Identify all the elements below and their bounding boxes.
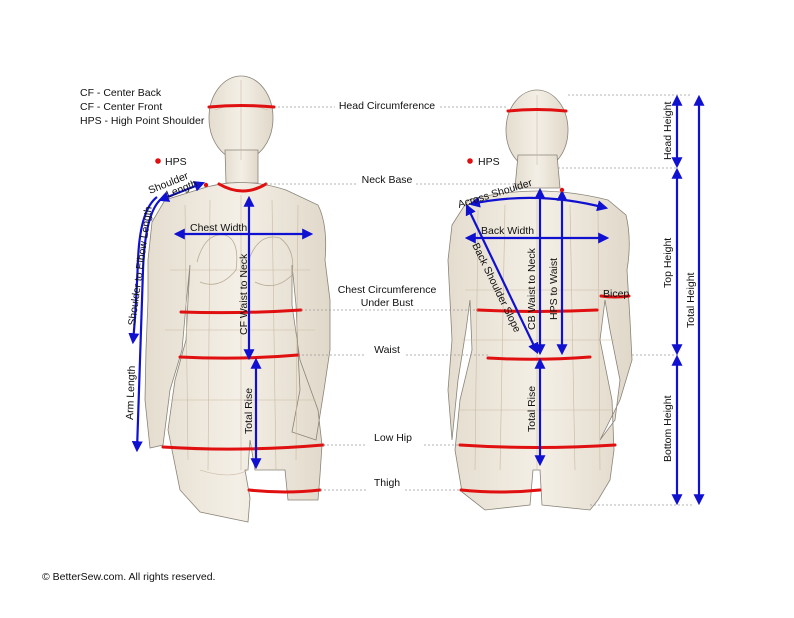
front-dress-form <box>144 75 331 523</box>
height-arrows <box>671 94 705 506</box>
front-bust <box>196 234 294 287</box>
front-total-rise-label: Total Rise <box>243 388 255 434</box>
total-height-label: Total Height <box>685 272 697 328</box>
front-head-circumference-line <box>207 104 276 109</box>
arm-length-arrow <box>131 199 161 453</box>
copyright-notice: © BetterSew.com. All rights reserved. <box>42 571 216 583</box>
arm-length-label: Arm Length <box>124 365 138 420</box>
back-total-rise-label: Total Rise <box>526 386 538 432</box>
abbreviation-legend: CF - Center Back CF - Center Front HPS -… <box>80 86 204 128</box>
hps-point-front <box>203 182 209 188</box>
back-blue-measures <box>464 187 610 467</box>
chest-circumference-label: Chest Circumference <box>338 284 437 296</box>
hps-point-back <box>559 187 565 193</box>
bicep-label: Bicep <box>603 288 629 300</box>
shoulder-length-arrow <box>157 181 206 202</box>
under-bust-label: Under Bust <box>361 297 414 309</box>
front-low-hip-line <box>161 443 325 451</box>
hps-to-waist-label: HPS to Waist <box>548 258 560 320</box>
back-head-circumference-line <box>506 108 568 113</box>
front-under-bust-line <box>179 308 303 315</box>
front-seam-lines <box>165 80 316 476</box>
legend-item: CF - Center Back <box>80 87 162 99</box>
hps-legend-dot-front <box>155 158 161 164</box>
hps-front-label: HPS <box>165 156 187 168</box>
hps-legend-dot-back <box>467 158 473 164</box>
chest-width-label: Chest Width <box>190 222 247 234</box>
back-shoulder-slope-arrow <box>465 204 539 354</box>
front-red-lines <box>161 104 325 494</box>
neck-base-label: Neck Base <box>362 174 413 186</box>
front-thigh-line <box>247 488 322 494</box>
back-neck <box>514 154 561 189</box>
low-hip-label: Low Hip <box>374 432 412 444</box>
head-circumference-label: Head Circumference <box>339 100 435 112</box>
hps-back-label: HPS <box>478 156 500 168</box>
cb-waist-to-neck-label: CB Waist to Neck <box>526 247 538 330</box>
thigh-label: Thigh <box>374 477 400 489</box>
front-blue-measures <box>128 181 314 470</box>
cf-waist-to-neck-label: CF Waist to Neck <box>238 253 250 335</box>
back-width-label: Back Width <box>481 225 534 237</box>
front-neck-base-line <box>217 182 268 193</box>
front-waist-line <box>178 353 300 360</box>
legend-item: HPS - High Point Shoulder <box>80 115 205 127</box>
head-height-label: Head Height <box>662 102 674 160</box>
top-height-label: Top Height <box>662 238 674 288</box>
bicep-line <box>599 294 631 299</box>
front-neck <box>224 149 259 184</box>
bottom-height-label: Bottom Height <box>662 395 674 462</box>
shoulder-to-elbow-arrow <box>128 196 158 345</box>
waist-label: Waist <box>374 344 400 356</box>
back-thigh-line <box>459 488 542 494</box>
legend-item: CF - Center Front <box>80 101 163 113</box>
front-torso <box>144 182 331 523</box>
hps-dots <box>155 158 565 193</box>
